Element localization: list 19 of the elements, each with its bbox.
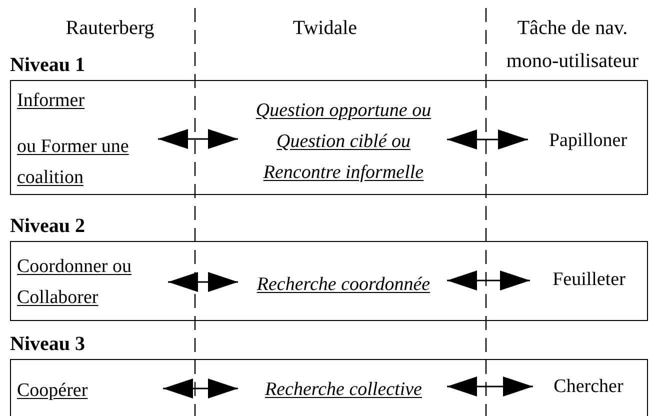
term-label: Chercher [536,369,641,403]
double-arrow [447,130,528,150]
level-heading: Niveau 1 [10,53,85,77]
level-heading: Niveau 3 [10,332,85,356]
term-label: Informer [17,89,86,113]
term-label: Papilloner [531,123,645,157]
double-arrow [447,270,530,290]
level-heading: Niveau 2 [10,214,85,238]
double-arrow [447,376,533,396]
term-label: Question opportune ou Question ciblé ou Rencontre informelle [241,93,446,189]
double-arrow [158,129,238,149]
double-arrow [168,272,238,292]
term-label: Coopérer [17,373,162,407]
term-label: Feuilleter [533,262,645,296]
term-label: ou Former une coalition [17,135,130,190]
term-label: Coordonner ou Collaborer [17,245,167,319]
term-label: Recherche collective [241,361,446,416]
term-label: Recherche coordonnée [241,253,446,315]
double-arrow [163,378,238,398]
